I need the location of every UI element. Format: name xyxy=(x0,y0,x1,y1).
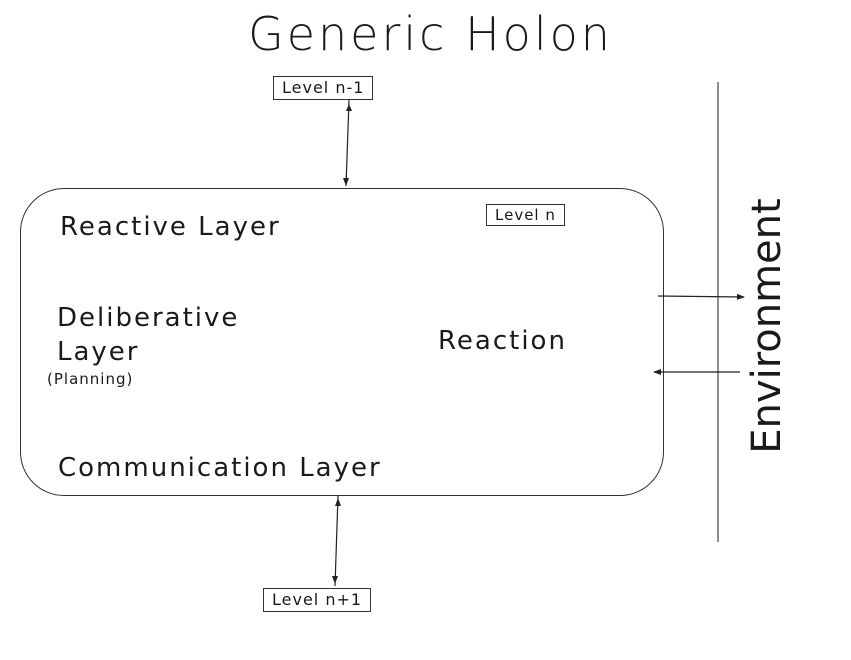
upper-connector-tip-top xyxy=(346,104,352,111)
level-n-plus-1-box: Level n+1 xyxy=(263,588,372,612)
lower-connector xyxy=(334,495,339,587)
deliberative-layer-label-line1: Deliberative xyxy=(57,303,240,333)
upper-connector-tip-bottom xyxy=(343,178,349,186)
level-n-minus-1-box: Level n-1 xyxy=(273,76,374,100)
reactive-layer-label: Reactive Layer xyxy=(60,212,281,242)
deliberative-layer-label-line2: Layer xyxy=(57,337,140,367)
lower-connector-tip-bottom xyxy=(332,576,338,584)
holon-frame xyxy=(20,188,664,496)
communication-layer-label: Communication Layer xyxy=(58,453,382,483)
level-n-box: Level n xyxy=(486,204,565,226)
reaction-label: Reaction xyxy=(438,326,567,356)
upper-connector xyxy=(345,99,350,187)
output-arrow xyxy=(657,293,745,300)
diagram-title: Generic Holon xyxy=(248,7,613,61)
lower-connector-tip-top xyxy=(335,498,341,506)
planning-note: (Planning) xyxy=(47,370,134,388)
